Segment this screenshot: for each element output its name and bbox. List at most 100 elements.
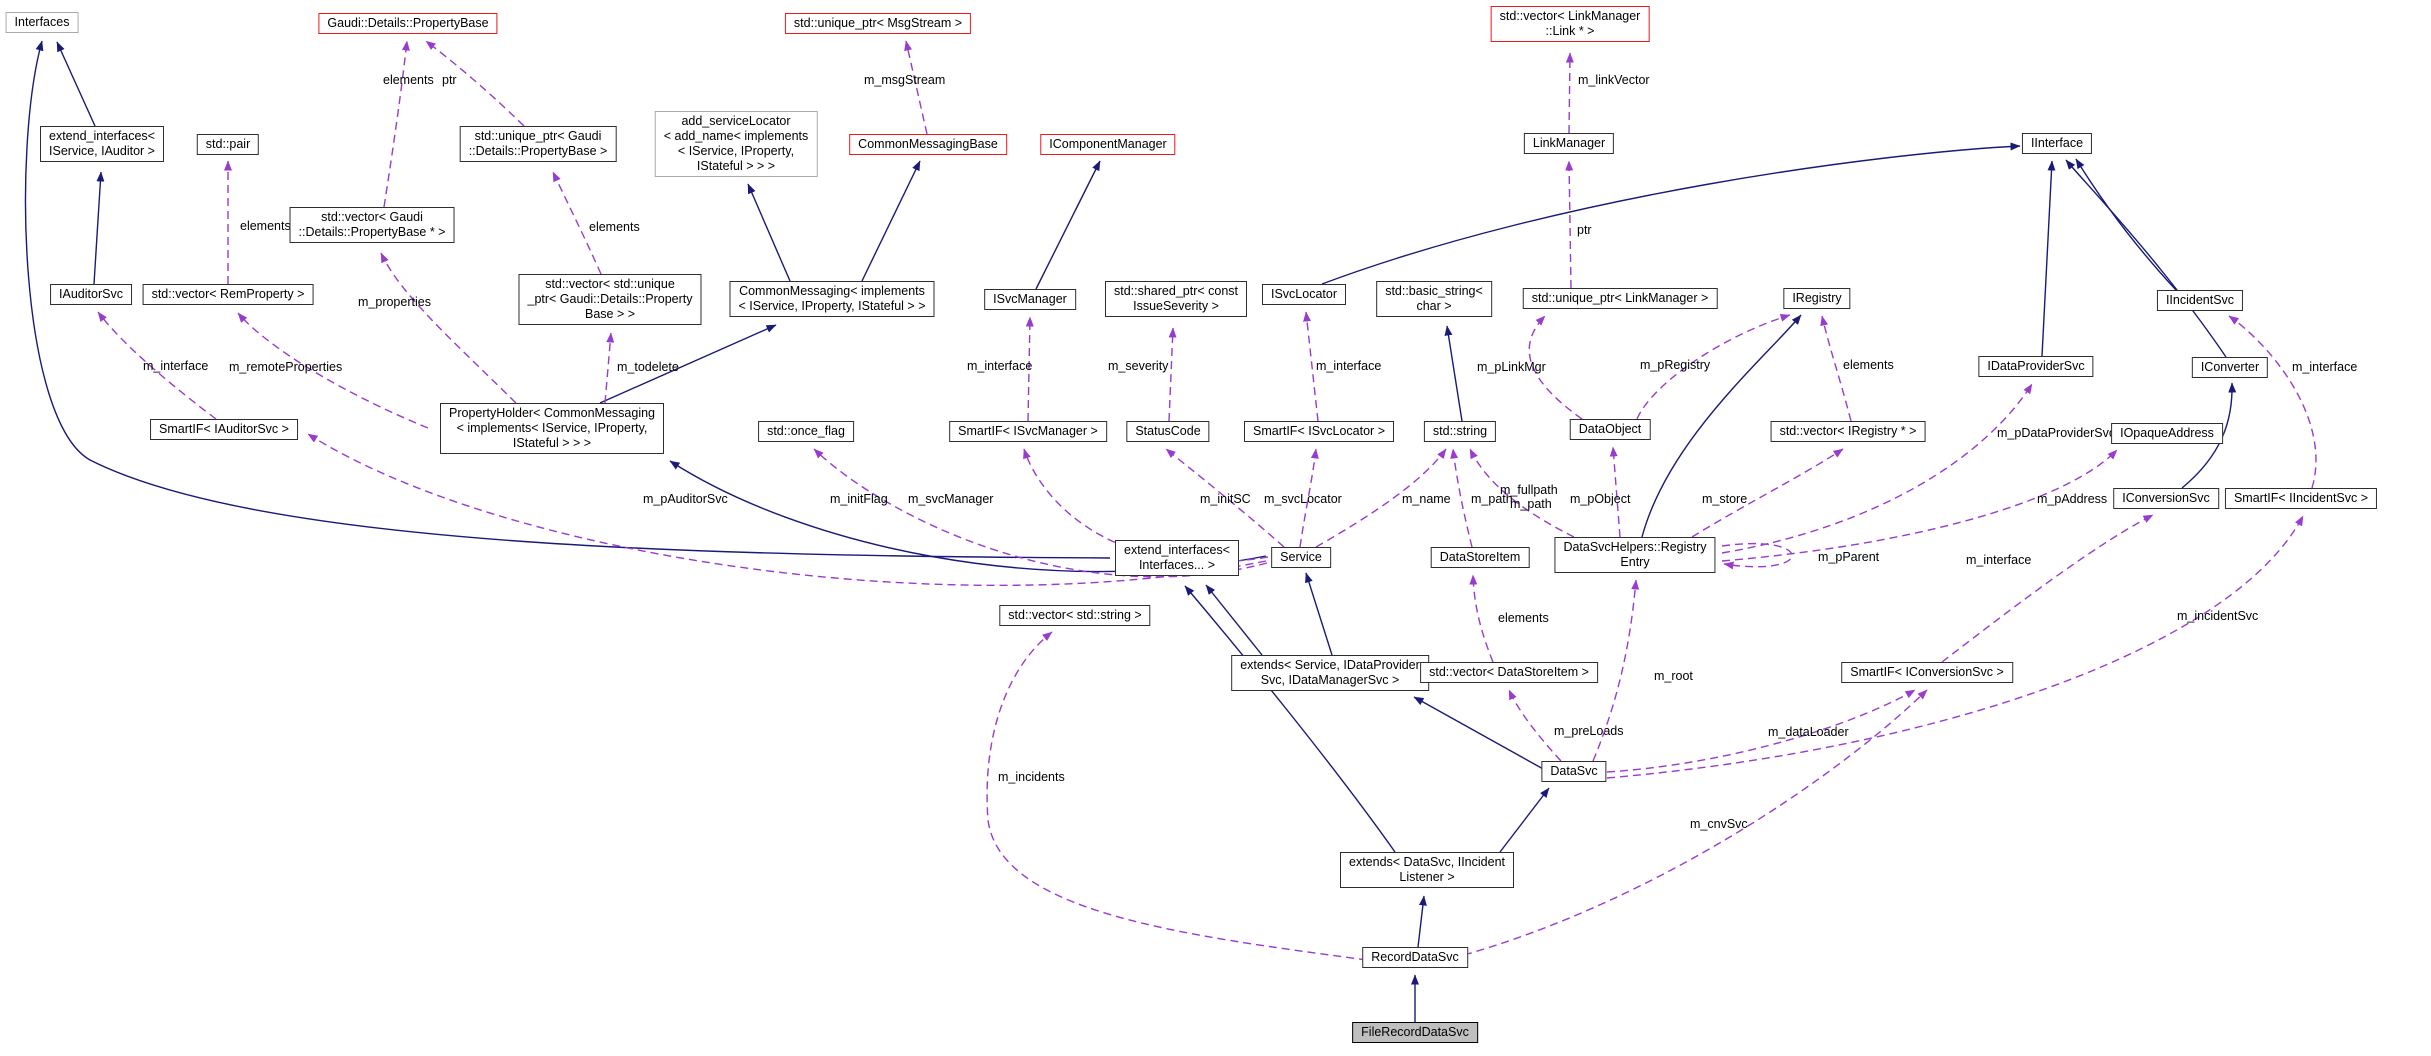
usage-edge-smartif-isvcmanager-to-isvcmanager [1025,316,1034,422]
class-node-vector-remproperty[interactable]: std::vector< RemProperty > [142,284,314,305]
class-node-std-pair[interactable]: std::pair [196,134,260,155]
usage-edge-datasvc-to-smartif-iincidentsvc [1606,515,2304,779]
inherit-edge-extends-datasvc-to-datasvc [1499,787,1550,853]
usage-edge-propertyholder-to-vector-propertybase-ptr [380,252,517,404]
class-node-linkmanager[interactable]: LinkManager [1523,133,1615,154]
usage-edge-registryentry-to-iopaqueaddress [1721,449,2118,562]
class-node-label-line: IDataProviderSvc [1987,359,2085,373]
edge-label-vector-iregistry-to-iregistry: elements [1843,358,1894,372]
class-node-label-line: Interfaces... > [1138,558,1216,572]
class-node-label-line: PropertyHolder< CommonMessaging [449,406,655,420]
class-node-iauditorsvc[interactable]: IAuditorSvc [50,284,132,305]
edge-label-propertyholder-to-vector-unique-ptr-propertybase: m_todelete [617,360,679,374]
edge-label-recorddatasvc-to-smartif-iconversionsvc: m_cnvSvc [1690,817,1748,831]
class-node-isvclocator[interactable]: ISvcLocator [1261,284,1347,305]
class-node-vector-unique-ptr-propertybase[interactable]: std::vector< std::unique_ptr< Gaudi::Det… [518,274,702,325]
inherit-edge-commonmessaging-implements-to-commonmessagingbase [861,160,921,282]
usage-edge-datasvc-to-registryentry [1592,579,1640,762]
class-node-extend-interfaces-iservice-iauditor[interactable]: extend_interfaces<IService, IAuditor > [40,126,164,162]
edge-label-service-to-statuscode: m_initSC [1200,492,1251,506]
class-node-unique-ptr-linkmanager[interactable]: std::unique_ptr< LinkManager > [1522,288,1718,309]
class-node-idataprovidersvc[interactable]: IDataProviderSvc [1978,356,2094,377]
class-node-iregistry[interactable]: IRegistry [1783,288,1851,309]
class-node-basic-string-char[interactable]: std::basic_string<char > [1376,281,1492,317]
class-node-commonmessaging-implements[interactable]: CommonMessaging< implements< IService, I… [729,281,935,317]
class-node-unique-ptr-msgstream[interactable]: std::unique_ptr< MsgStream > [784,13,972,34]
usage-edge-dataobject-to-iregistry [1636,313,1791,420]
class-node-label-line: < add_name< implements [663,129,809,143]
usage-edge-service-to-std-string [1315,448,1447,548]
class-node-commonmessagingbase[interactable]: CommonMessagingBase [849,134,1007,155]
class-node-label-line: std::vector< IRegistry * > [1779,424,1917,438]
class-node-label-line: add_serviceLocator [681,114,791,128]
class-node-label-line: ISvcManager [993,292,1067,306]
inherit-edge-propertyholder-to-commonmessaging-implements [599,324,777,404]
class-node-vector-string[interactable]: std::vector< std::string > [999,605,1151,626]
class-node-isvcmanager[interactable]: ISvcManager [984,289,1076,310]
class-node-smartif-isvcmanager[interactable]: SmartIF< ISvcManager > [949,421,1107,442]
edge-label-registryentry-to-dataobject: m_pObject [1570,492,1631,506]
class-node-interfaces[interactable]: Interfaces [5,12,79,33]
inherit-edge-iauditorsvc-to-extend-interfaces-iservice-iauditor [93,171,105,285]
class-node-label-line: DataSvc [1550,764,1598,778]
class-node-iconverter[interactable]: IConverter [2191,357,2269,378]
class-node-smartif-isvclocator[interactable]: SmartIF< ISvcLocator > [1244,421,1394,442]
class-node-datastoreitem[interactable]: DataStoreItem [1430,547,1530,568]
class-node-label-line: Svc, IDataManagerSvc > [1260,673,1400,687]
class-node-vector-iregistry[interactable]: std::vector< IRegistry * > [1770,421,1926,442]
class-node-smartif-iconversionsvc[interactable]: SmartIF< IConversionSvc > [1841,662,2013,683]
class-node-vector-linkmanager-link[interactable]: std::vector< LinkManager::Link * > [1490,6,1650,42]
edge-label-service-to-std-once-flag: m_initFlag [830,492,888,506]
inherit-edge-extend-interfaces-iservice-iauditor-to-interfaces [56,41,96,127]
class-node-filerecorddatasvc[interactable]: FileRecordDataSvc [1352,1022,1478,1043]
class-node-service[interactable]: Service [1271,547,1331,568]
class-node-label-line: SmartIF< IAuditorSvc > [159,422,289,436]
class-node-iinterface[interactable]: IInterface [2021,133,2093,154]
edge-label-datasvc-to-smartif-iincidentsvc: m_incidentSvc [2177,609,2258,623]
class-node-label-line: _ptr< Gaudi::Details::Property [527,292,693,306]
inherit-edge-extend-interfaces-variadic-to-interfaces [24,40,1111,559]
class-node-vector-propertybase-ptr[interactable]: std::vector< Gaudi::Details::PropertyBas… [289,207,455,243]
edge-label-commonmessagingbase-to-unique-ptr-msgstream: m_msgStream [864,73,945,87]
class-node-smartif-iincidentsvc[interactable]: SmartIF< IIncidentSvc > [2224,488,2378,509]
class-node-propertyholder[interactable]: PropertyHolder< CommonMessaging< impleme… [440,403,664,454]
class-node-std-string[interactable]: std::string [1423,421,1497,442]
usage-edge-vector-iregistry-to-iregistry [1820,315,1852,422]
usage-edge-smartif-isvclocator-to-isvclocator [1303,311,1319,422]
usage-edge-linkmanager-to-vector-linkmanager-link [1565,52,1574,134]
class-node-label-line: IConverter [2200,360,2260,374]
edge-label-dataobject-to-unique-ptr-linkmanager: m_pLinkMgr [1477,360,1546,374]
edge-label-registryentry-to-iopaqueaddress: m_pAddress [2037,492,2107,506]
edge-label-smartif-iconversionsvc-to-iconversionsvc: m_interface [1966,553,2031,567]
class-node-gaudi-details-propertybase[interactable]: Gaudi::Details::PropertyBase [318,13,498,34]
usage-edge-unique-ptr-linkmanager-to-linkmanager [1565,160,1574,289]
class-node-add-servicelocator[interactable]: add_serviceLocator< add_name< implements… [654,111,818,177]
class-node-iincidentsvc[interactable]: IIncidentSvc [2156,290,2244,311]
class-node-iconversionsvc[interactable]: IConversionSvc [2113,488,2219,509]
class-node-label-line: std::vector< std::string > [1008,608,1142,622]
class-node-dataobject[interactable]: DataObject [1569,419,1651,440]
class-node-label-line: std::vector< DataStoreItem > [1429,665,1589,679]
class-node-extend-interfaces-variadic[interactable]: extend_interfaces<Interfaces... > [1115,540,1239,576]
class-node-label-line: std::shared_ptr< const [1113,284,1239,298]
class-node-label-line: StatusCode [1135,424,1201,438]
class-node-vector-datastoreitem[interactable]: std::vector< DataStoreItem > [1420,662,1598,683]
edge-label-registryentry-to-std-string-1: m_path [1510,497,1552,511]
class-node-datasvc[interactable]: DataSvc [1541,761,1607,782]
class-node-label-line: SmartIF< ISvcLocator > [1253,424,1385,438]
class-node-icomponentmanager[interactable]: IComponentManager [1040,134,1176,155]
class-node-recorddatasvc[interactable]: RecordDataSvc [1362,947,1468,968]
class-node-unique-ptr-propertybase[interactable]: std::unique_ptr< Gaudi::Details::Propert… [459,126,617,162]
inherit-edge-idataprovidersvc-to-iinterface [2041,160,2056,357]
class-node-smartif-iauditorsvc[interactable]: SmartIF< IAuditorSvc > [150,419,298,440]
class-node-std-once-flag[interactable]: std::once_flag [758,421,854,442]
usage-edge-registryentry-to-dataobject [1609,446,1621,538]
class-node-iopaqueaddress[interactable]: IOpaqueAddress [2111,423,2223,444]
class-node-statuscode[interactable]: StatusCode [1126,421,1210,442]
usage-edge-vector-propertybase-ptr-to-gaudi-details-propertybase [383,40,410,208]
